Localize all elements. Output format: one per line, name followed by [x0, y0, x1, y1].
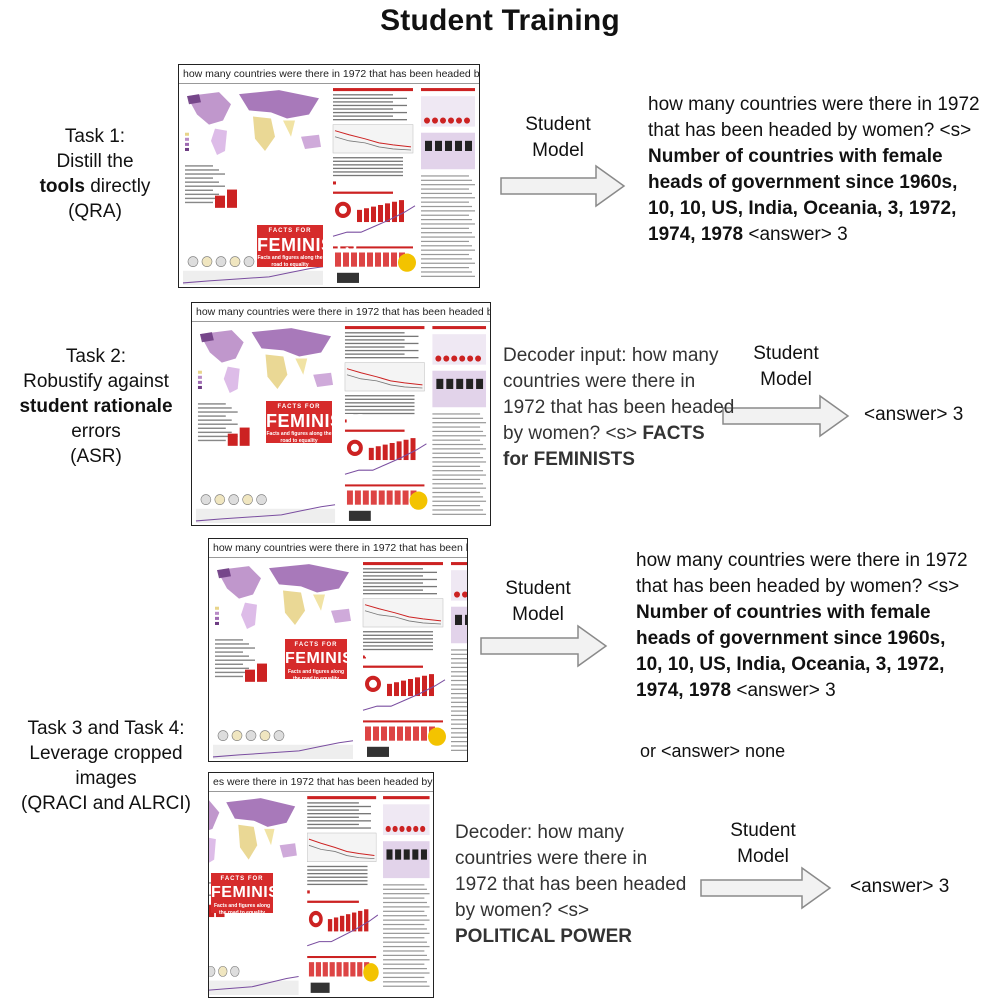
- page-title: Student Training: [380, 4, 620, 37]
- infographic-thumbnail-2: how many countries were there in 1972 th…: [191, 302, 491, 526]
- thumbnail-question: how many countries were there in 1972 th…: [179, 65, 479, 84]
- right-arrow-icon: [700, 866, 832, 910]
- model-word-2: Model: [760, 369, 812, 390]
- task2-bold: student rationale: [19, 396, 173, 417]
- model-word-1: Student: [505, 578, 571, 599]
- task2-line2: Robustify against: [23, 371, 169, 392]
- task1-label: Task 1: Distill the tools directly (QRA): [20, 124, 170, 224]
- badge-big: FEMINISTS: [257, 235, 358, 255]
- task1-line1: Task 1:: [64, 126, 126, 147]
- task34-line3: images: [75, 768, 137, 789]
- facts-for-feminists-badge: FACTS FOR FEMINISTS Facts and figures al…: [211, 873, 301, 916]
- badge-sub: Facts and figures along the road to equa…: [257, 255, 323, 268]
- student-model-label-1: Student Model: [498, 112, 618, 164]
- task3-alt-answer: or <answer> none: [640, 741, 786, 761]
- decoder-rationale: FACTS for FEMINISTS: [503, 423, 705, 470]
- model-word-2: Model: [532, 140, 584, 161]
- decoder-input-text: Decoder input: how many countries were t…: [503, 345, 735, 444]
- task2-label: Task 2: Robustify against student ration…: [8, 344, 184, 469]
- thumbnail-question: how many countries were there in 1972 th…: [192, 303, 490, 322]
- infographic-thumbnail-1: how many countries were there in 1972 th…: [178, 64, 480, 288]
- right-arrow-icon: [500, 164, 626, 208]
- output-rationale: Number of countries with female heads of…: [636, 602, 946, 701]
- student-model-label-3: Student Model: [478, 576, 598, 628]
- badge-big: FEMINISTS: [285, 650, 375, 667]
- task34-line2: Leverage cropped: [29, 743, 183, 764]
- badge-sub: Facts and figures along the road to equa…: [213, 903, 271, 916]
- badge-big: FEMINISTS: [266, 411, 367, 431]
- right-arrow-icon: [480, 624, 608, 668]
- decoder-rationale: POLITICAL POWER: [455, 926, 632, 947]
- infographic-thumbnail-4-cropped: es were there in 1972 that has been head…: [208, 772, 434, 998]
- task2-answer: <answer> 3: [864, 404, 964, 425]
- model-word-1: Student: [525, 114, 591, 135]
- model-word-2: Model: [737, 846, 789, 867]
- thumbnail-question-cropped: es were there in 1972 that has been head…: [209, 773, 433, 792]
- output-question: how many countries were there in 1972 th…: [636, 550, 968, 597]
- task1-abbrev: (QRA): [68, 201, 122, 222]
- task34-line1: Task 3 and Task 4:: [27, 718, 185, 739]
- task1-after-bold: directly: [84, 176, 151, 197]
- badge-small: FACTS FOR: [220, 876, 264, 882]
- output-rationale: Number of countries with female heads of…: [648, 146, 958, 245]
- model-word-1: Student: [730, 820, 796, 841]
- task2-decoder-input: Decoder input: how many countries were t…: [503, 343, 735, 473]
- output-question: how many countries were there in 1972 th…: [648, 94, 980, 141]
- right-arrow-icon: [722, 394, 850, 438]
- facts-for-feminists-badge: FACTS FOR FEMINISTS Facts and figures al…: [266, 401, 367, 444]
- task1-bold: tools: [39, 176, 85, 197]
- thumbnail-question: how many countries were there in 1972 th…: [209, 539, 467, 558]
- facts-for-feminists-badge: FACTS FOR FEMINISTS Facts and figures al…: [257, 225, 358, 268]
- task1-line2: Distill the: [56, 151, 134, 172]
- student-model-label-4: Student Model: [703, 818, 823, 870]
- facts-for-feminists-badge: FACTS FOR FEMINISTS Facts and figures al…: [285, 639, 375, 682]
- decoder-input-text: Decoder: how many countries were there i…: [455, 822, 687, 921]
- task4-decoder-input: Decoder: how many countries were there i…: [455, 820, 687, 950]
- badge-sub: Facts and figures along the road to equa…: [287, 669, 345, 682]
- task34-label: Task 3 and Task 4: Leverage cropped imag…: [6, 716, 206, 816]
- badge-small: FACTS FOR: [277, 404, 321, 410]
- badge-big: FEMINISTS: [211, 884, 301, 901]
- student-model-label-2: Student Model: [726, 341, 846, 393]
- task3-output: how many countries were there in 1972 th…: [636, 548, 976, 704]
- task1-output: how many countries were there in 1972 th…: [648, 92, 988, 248]
- badge-small: FACTS FOR: [268, 228, 312, 234]
- infographic-thumbnail-3: how many countries were there in 1972 th…: [208, 538, 468, 762]
- task2-line4: errors: [71, 421, 121, 442]
- model-word-1: Student: [753, 343, 819, 364]
- task2-abbrev: (ASR): [70, 446, 122, 467]
- model-word-2: Model: [512, 604, 564, 625]
- output-answer: <answer> 3: [736, 680, 836, 701]
- output-answer: <answer> 3: [748, 224, 848, 245]
- task2-line1: Task 2:: [65, 346, 127, 367]
- badge-sub: Facts and figures along the road to equa…: [266, 431, 332, 444]
- task34-abbrev: (QRACI and ALRCI): [21, 793, 191, 814]
- task4-answer: <answer> 3: [850, 876, 950, 897]
- badge-small: FACTS FOR: [294, 642, 338, 648]
